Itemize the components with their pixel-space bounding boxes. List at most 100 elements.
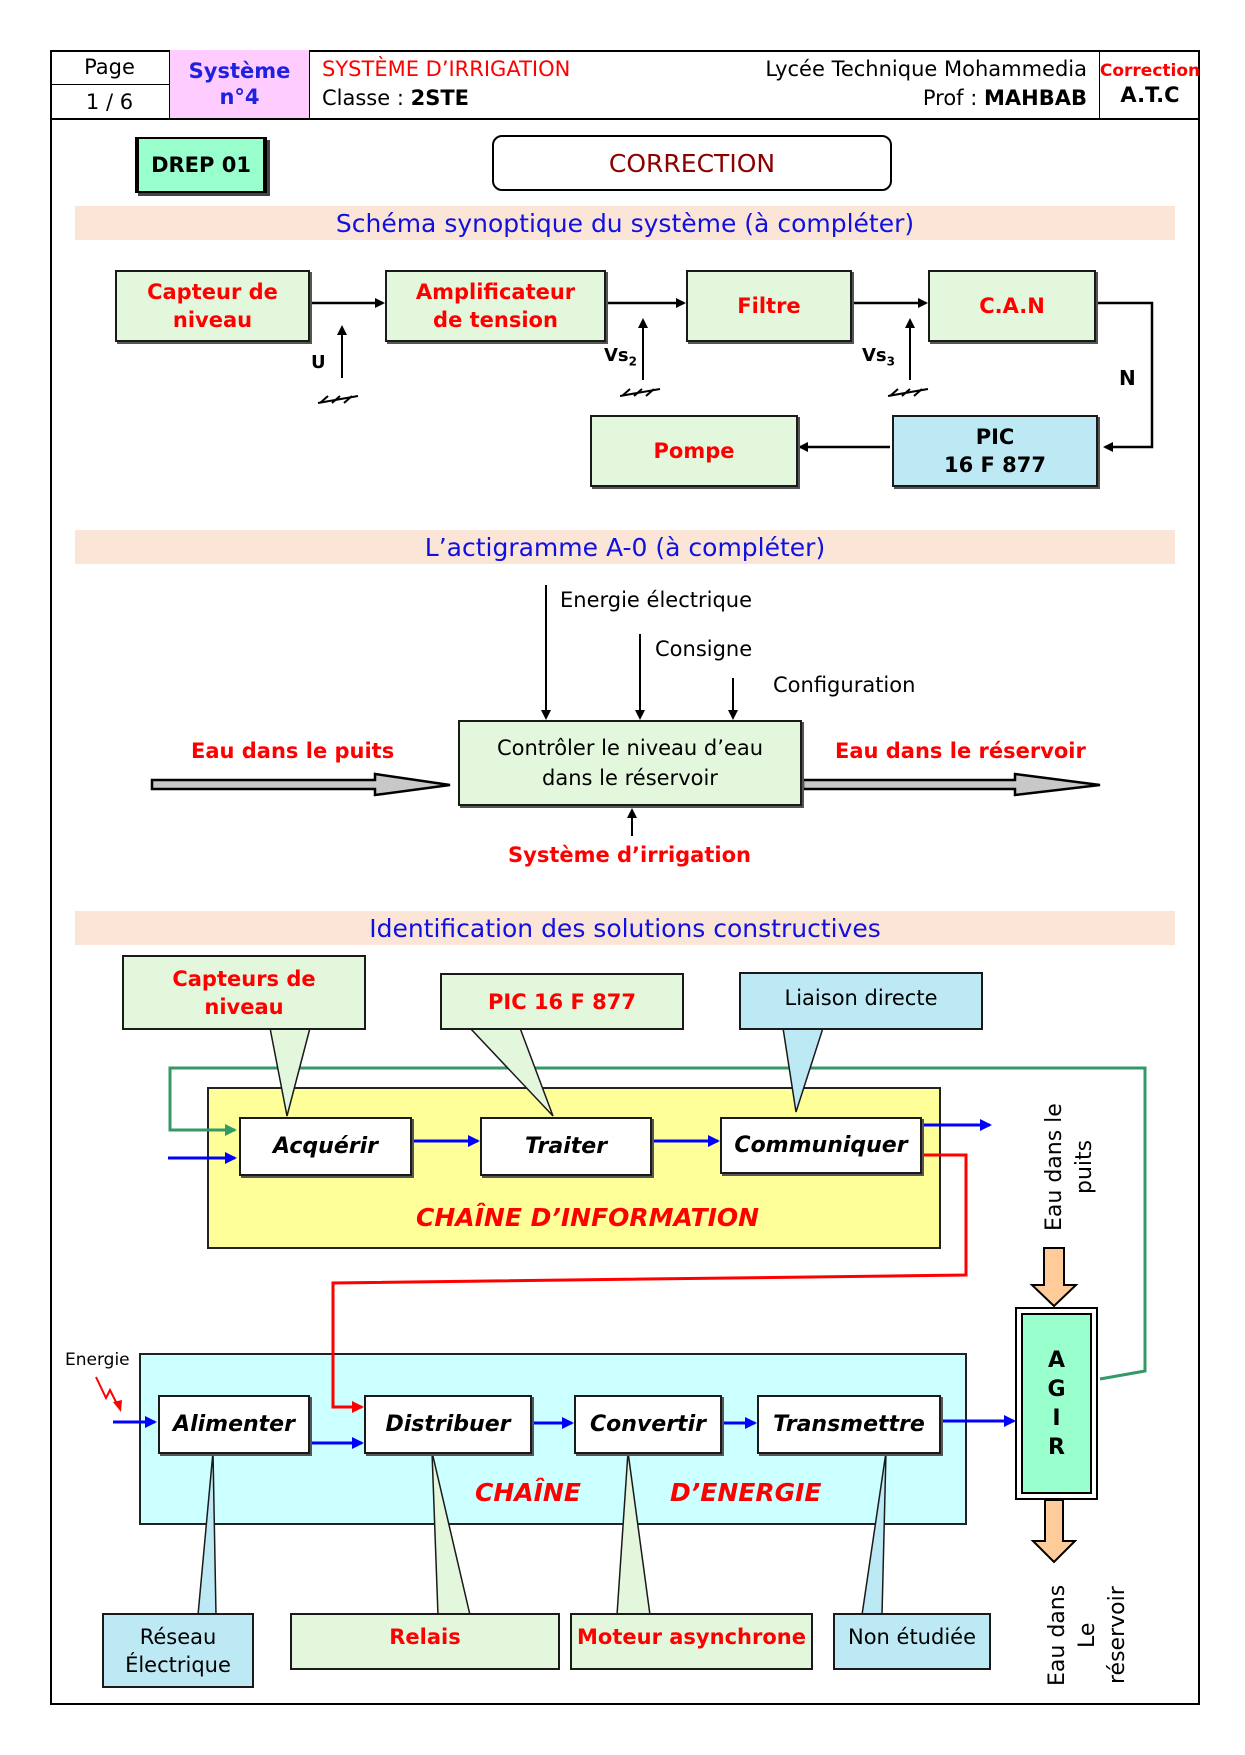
energy-chain-label-part1: CHAÎNE	[475, 1478, 581, 1507]
water-out-line: Le réservoir	[1075, 1586, 1130, 1684]
callout-text-line: Liaison directe	[784, 986, 938, 1010]
info-chain-label: CHAÎNE D’INFORMATION	[416, 1203, 760, 1232]
block-pic-microcontroller: PIC 16 F 877	[892, 415, 1098, 487]
water-in-line: Eau dans le	[1042, 1103, 1067, 1231]
signal-label-n: N	[1119, 366, 1136, 390]
block-voltage-amplifier: Amplificateur de tension	[385, 270, 606, 342]
water-in-line: puits	[1072, 1139, 1097, 1195]
function-process: Traiter	[480, 1117, 652, 1176]
function-label: Transmettre	[773, 1412, 925, 1437]
prof-value: MAHBAB	[984, 86, 1087, 110]
ground-symbols	[317, 388, 929, 404]
act-letter: R	[1048, 1434, 1065, 1460]
output-flow-arrow	[801, 772, 1101, 797]
callout-text-line: Réseau	[139, 1624, 217, 1649]
correction-label: Correction	[1099, 61, 1201, 81]
document-tag: DREP 01	[135, 137, 267, 193]
info-callout-tails	[269, 1027, 825, 1117]
subject-name: A.T.C	[1120, 83, 1180, 107]
system-cell: Système n°4	[170, 50, 310, 120]
correction-banner: CORRECTION	[492, 135, 892, 191]
callout-text-line: Moteur asynchrone	[577, 1625, 806, 1649]
function-label: Alimenter	[173, 1412, 295, 1437]
energy-lightning-tip	[113, 1400, 122, 1412]
order-line	[331, 1153, 968, 1413]
function-text-line: Contrôler le niveau d’eau	[496, 736, 764, 760]
feedback-line	[168, 1066, 1147, 1381]
page-value-cell: 1 / 6	[50, 85, 170, 120]
block-text-line: de tension	[433, 308, 558, 332]
callout-text-line: niveau	[204, 994, 284, 1019]
signal-label-vs3: Vs3	[862, 345, 895, 369]
correction-banner-label: CORRECTION	[608, 148, 776, 178]
class-label: Classe :	[322, 86, 411, 110]
block-text-line: PIC	[975, 425, 1015, 449]
signal-subscript: 2	[628, 354, 638, 369]
title-cell: SYSTÈME D’IRRIGATION Classe : 2STE Lycée…	[310, 50, 1100, 120]
water-out-arrow	[1030, 1499, 1078, 1564]
document-title: SYSTÈME D’IRRIGATION	[322, 57, 571, 81]
signal-label-vs2: Vs2	[604, 345, 637, 369]
function-label: Communiquer	[734, 1133, 908, 1158]
energy-flow-lines	[113, 1415, 1016, 1449]
signal-subscript: 3	[886, 354, 896, 369]
callout-text-line: PIC 16 F 877	[488, 989, 636, 1014]
signal-base: Vs	[862, 345, 887, 366]
function-label: Acquérir	[273, 1134, 378, 1159]
section-title-synoptic: Schéma synoptique du système (à compléte…	[75, 206, 1175, 240]
block-level-sensor: Capteur de niveau	[115, 270, 310, 342]
callout-text-line: Capteurs de	[172, 966, 316, 991]
act-letter: I	[1052, 1405, 1061, 1431]
prof-label: Prof :	[922, 86, 984, 110]
function-transmit: Transmettre	[757, 1395, 941, 1454]
signal-label-u: U	[311, 352, 326, 373]
block-text-line: Amplificateur	[415, 280, 576, 304]
actigram-flow-arrows	[150, 772, 1101, 797]
class-line: Classe : 2STE	[322, 85, 469, 111]
ground-symbol-u	[317, 395, 359, 404]
function-label: Traiter	[524, 1134, 608, 1159]
control-label-setpoint: Consigne	[655, 637, 753, 661]
ground-symbol-vs2	[619, 388, 661, 397]
callout-text-line: Électrique	[125, 1652, 231, 1677]
actigram-connectors	[541, 585, 738, 836]
section-title-actigram: L’actigramme A-0 (à compléter)	[75, 530, 1175, 564]
block-filter: Filtre	[686, 270, 852, 342]
synoptic-connectors	[310, 298, 1154, 452]
callout-text-line: Non étudiée	[847, 1625, 976, 1649]
block-text-line: niveau	[172, 308, 253, 332]
function-supply: Alimenter	[158, 1395, 310, 1454]
energy-input-label: Energie	[65, 1350, 130, 1370]
block-text-line: Capteur de	[147, 280, 278, 304]
water-in-label: Eau dans le puits	[1040, 1097, 1100, 1237]
callout-text-line: Relais	[389, 1625, 461, 1649]
function-distribute: Distribuer	[364, 1395, 532, 1454]
signal-base: Vs	[604, 345, 629, 366]
page-number: 1 / 6	[85, 89, 134, 114]
ground-symbol-vs3	[887, 388, 929, 397]
document-tag-label: DREP 01	[151, 153, 251, 177]
arrow-adc-to-pic	[1096, 301, 1154, 452]
page-label: Page	[84, 55, 135, 79]
function-text-line: dans le réservoir	[542, 766, 718, 790]
act-letter: A	[1047, 1347, 1066, 1373]
function-communicate: Communiquer	[720, 1117, 922, 1174]
control-label-energy: Energie électrique	[560, 588, 753, 612]
energy-callout-tails	[197, 1451, 887, 1616]
school-name: Lycée Technique Mohammedia	[765, 57, 1087, 81]
input-flow-arrow	[150, 772, 451, 797]
subject-cell: Correction A.T.C	[1100, 50, 1200, 120]
energy-chain-label-part2: D’ENERGIE	[670, 1478, 822, 1507]
block-text-line: 16 F 877	[943, 453, 1047, 477]
act-block-inner: A G I R	[1021, 1313, 1092, 1494]
class-value: 2STE	[410, 86, 469, 110]
system-label: Système	[188, 59, 291, 83]
header-table: Page 1 / 6 Système n°4 SYSTÈME D’IRRIGAT…	[50, 50, 1200, 120]
prof-line: Prof : MAHBAB	[923, 85, 1087, 111]
actigram-output-label: Eau dans le réservoir	[835, 739, 1086, 763]
callout-motor: Moteur asynchrone	[570, 1613, 813, 1670]
water-in-arrow	[1029, 1247, 1079, 1308]
function-acquire: Acquérir	[239, 1117, 412, 1176]
function-convert: Convertir	[574, 1395, 722, 1454]
act-letter: G	[1047, 1376, 1066, 1402]
